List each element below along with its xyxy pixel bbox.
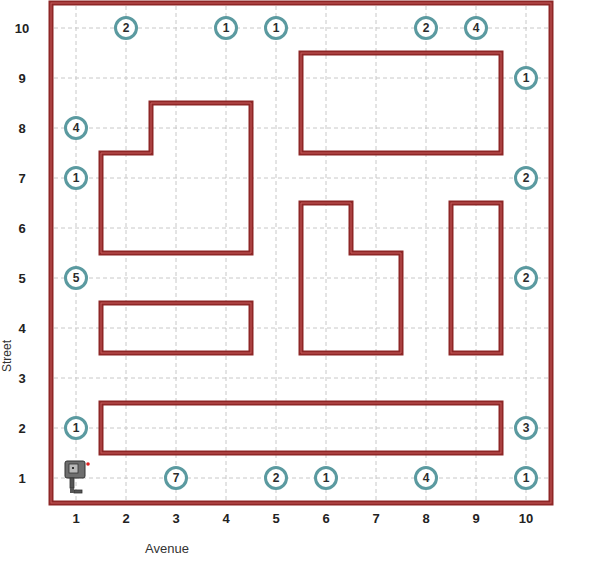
beeper-count: 1 <box>273 22 280 34</box>
wall-line <box>101 403 501 453</box>
street-number: 9 <box>18 72 25 85</box>
avenue-number: 7 <box>372 512 379 525</box>
street-number: 8 <box>18 122 25 135</box>
beeper-circle: 1 <box>514 66 538 90</box>
robot-eye <box>72 467 74 469</box>
wall-block <box>101 403 501 453</box>
wall-block <box>301 203 401 353</box>
avenue-number: 1 <box>72 512 79 525</box>
grid-line <box>54 428 548 429</box>
beeper-count: 1 <box>223 22 230 34</box>
street-number: 5 <box>18 272 25 285</box>
beeper-count: 4 <box>473 22 480 34</box>
walls <box>51 3 551 503</box>
beeper-circle: 4 <box>414 466 438 490</box>
wall-line <box>301 53 501 153</box>
beeper-circle: 5 <box>64 266 88 290</box>
beeper-count: 2 <box>523 172 530 184</box>
wall-block <box>451 203 501 353</box>
wall-line <box>451 203 501 353</box>
robot-leg <box>70 488 74 493</box>
beeper-circle: 2 <box>514 166 538 190</box>
robot-body <box>65 461 85 478</box>
robot-direction <box>86 462 90 466</box>
avenue-number: 5 <box>272 512 279 525</box>
grid-line <box>54 478 548 479</box>
beeper-count: 1 <box>73 422 80 434</box>
grid-line <box>426 6 427 500</box>
street-number: 2 <box>18 422 25 435</box>
street-number: 4 <box>18 322 25 335</box>
beeper-circle: 4 <box>464 16 488 40</box>
beeper-circle: 2 <box>414 16 438 40</box>
wall-block <box>101 303 251 353</box>
robot-foot <box>74 490 82 493</box>
beeper-circle: 1 <box>64 416 88 440</box>
beeper-count: 1 <box>523 72 530 84</box>
outer-wall-line <box>51 3 551 503</box>
beeper-circle: 2 <box>264 466 288 490</box>
beeper-circle: 2 <box>514 266 538 290</box>
beeper-count: 5 <box>73 272 80 284</box>
grid-line <box>54 378 548 379</box>
avenue-number: 4 <box>222 512 229 525</box>
axis-title: Avenue <box>145 542 189 555</box>
avenue-number: 8 <box>422 512 429 525</box>
grid-line <box>54 178 548 179</box>
beeper-count: 1 <box>73 172 80 184</box>
beeper-circle: 1 <box>264 16 288 40</box>
beeper-count: 7 <box>173 472 180 484</box>
beeper-circle: 3 <box>514 416 538 440</box>
beeper-count: 2 <box>523 272 530 284</box>
wall-line <box>301 203 401 353</box>
beeper-count: 4 <box>73 122 80 134</box>
beeper-count: 2 <box>423 22 430 34</box>
beeper-count: 1 <box>523 472 530 484</box>
wall-block <box>101 103 251 253</box>
beeper-circle: 1 <box>514 466 538 490</box>
robot-screen <box>69 464 78 473</box>
street-number: 1 <box>18 472 25 485</box>
street-number: 10 <box>15 22 29 35</box>
beeper-count: 4 <box>423 472 430 484</box>
karel-robot <box>65 461 90 493</box>
avenue-number: 3 <box>172 512 179 525</box>
street-number: 7 <box>18 172 25 185</box>
grid-line <box>276 6 277 500</box>
street-number: 6 <box>18 222 25 235</box>
robot-leg <box>70 478 74 488</box>
avenue-number: 9 <box>472 512 479 525</box>
axis-title: Street <box>1 340 13 372</box>
beeper-count: 2 <box>123 22 130 34</box>
wall-block <box>301 53 501 153</box>
beeper-count: 3 <box>523 422 530 434</box>
outer-wall <box>51 3 551 503</box>
wall-highlights <box>51 3 551 503</box>
beeper-circle: 7 <box>164 466 188 490</box>
avenue-number: 10 <box>519 512 533 525</box>
wall-line <box>101 303 251 353</box>
grid-lines <box>54 6 548 500</box>
avenue-number: 6 <box>322 512 329 525</box>
beeper-circle: 1 <box>214 16 238 40</box>
beeper-circle: 1 <box>314 466 338 490</box>
beeper-circle: 4 <box>64 116 88 140</box>
beeper-circle: 2 <box>114 16 138 40</box>
street-number: 3 <box>18 372 25 385</box>
beeper-count: 1 <box>323 472 330 484</box>
grid-line <box>326 6 327 500</box>
beeper-count: 2 <box>273 472 280 484</box>
avenue-number: 2 <box>122 512 129 525</box>
beeper-circle: 1 <box>64 166 88 190</box>
grid-line <box>476 6 477 500</box>
wall-line <box>101 103 251 253</box>
